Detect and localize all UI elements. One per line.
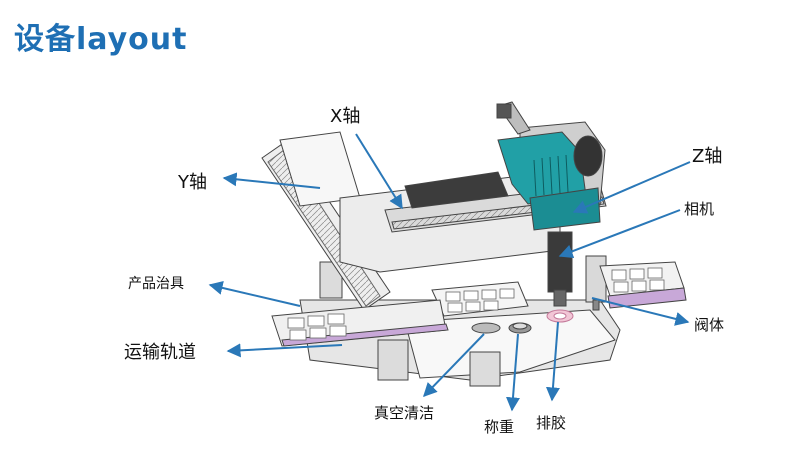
glue-discharge-arrow: [545, 321, 560, 402]
vacuum-clean-plate: [471, 322, 501, 334]
y-axis-label: Y轴: [177, 172, 207, 193]
conveyor-arrow: [226, 343, 343, 358]
camera-column: [547, 231, 573, 293]
camera-lens: [553, 289, 567, 307]
page-title: 设备layout: [14, 22, 188, 57]
z-axis-cooling-fins: [533, 154, 569, 197]
valve-body-arrow: [591, 297, 690, 326]
machine-leg: [377, 339, 409, 381]
z-axis-teal-front: [529, 187, 601, 231]
machine-leg: [319, 261, 343, 299]
center-fixture-slots: [445, 288, 515, 313]
machine-leg: [469, 351, 501, 387]
weighing-label: 称重: [484, 418, 514, 436]
left-conveyor-rail: [281, 323, 449, 347]
machine-illustration: [261, 101, 687, 387]
right-conveyor: [607, 287, 687, 309]
x-axis-motor: [404, 171, 509, 209]
product-fixture-label: 产品治具: [128, 276, 184, 292]
camera-arrow: [558, 209, 681, 259]
valve-body-needle: [592, 299, 600, 311]
right-fixture-slots: [611, 267, 665, 293]
x-axis-label: X轴: [330, 106, 360, 127]
weighing-arrow: [506, 333, 520, 412]
weighing-scale-top: [512, 322, 528, 330]
z-axis-label: Z轴: [692, 146, 722, 167]
callout-arrows: [208, 133, 691, 412]
glue-discharge-cup-inner: [553, 312, 567, 320]
product-fixture-arrow: [208, 281, 301, 307]
conveyor-label: 运输轨道: [124, 342, 196, 363]
vacuum-clean-arrow: [423, 333, 485, 398]
valve-body: [585, 255, 607, 303]
z-axis-motor: [573, 135, 603, 177]
cable-carrier-end: [496, 103, 512, 119]
left-fixture-slots: [287, 313, 347, 341]
x-axis-arrow: [355, 133, 403, 210]
y-axis-arrow: [222, 172, 321, 189]
glue-discharge-label: 排胶: [536, 414, 566, 432]
valve-body-label: 阀体: [694, 316, 724, 334]
z-axis-arrow: [572, 161, 691, 214]
camera-label: 相机: [684, 200, 714, 218]
vacuum-clean-label: 真空清洁: [374, 404, 434, 422]
